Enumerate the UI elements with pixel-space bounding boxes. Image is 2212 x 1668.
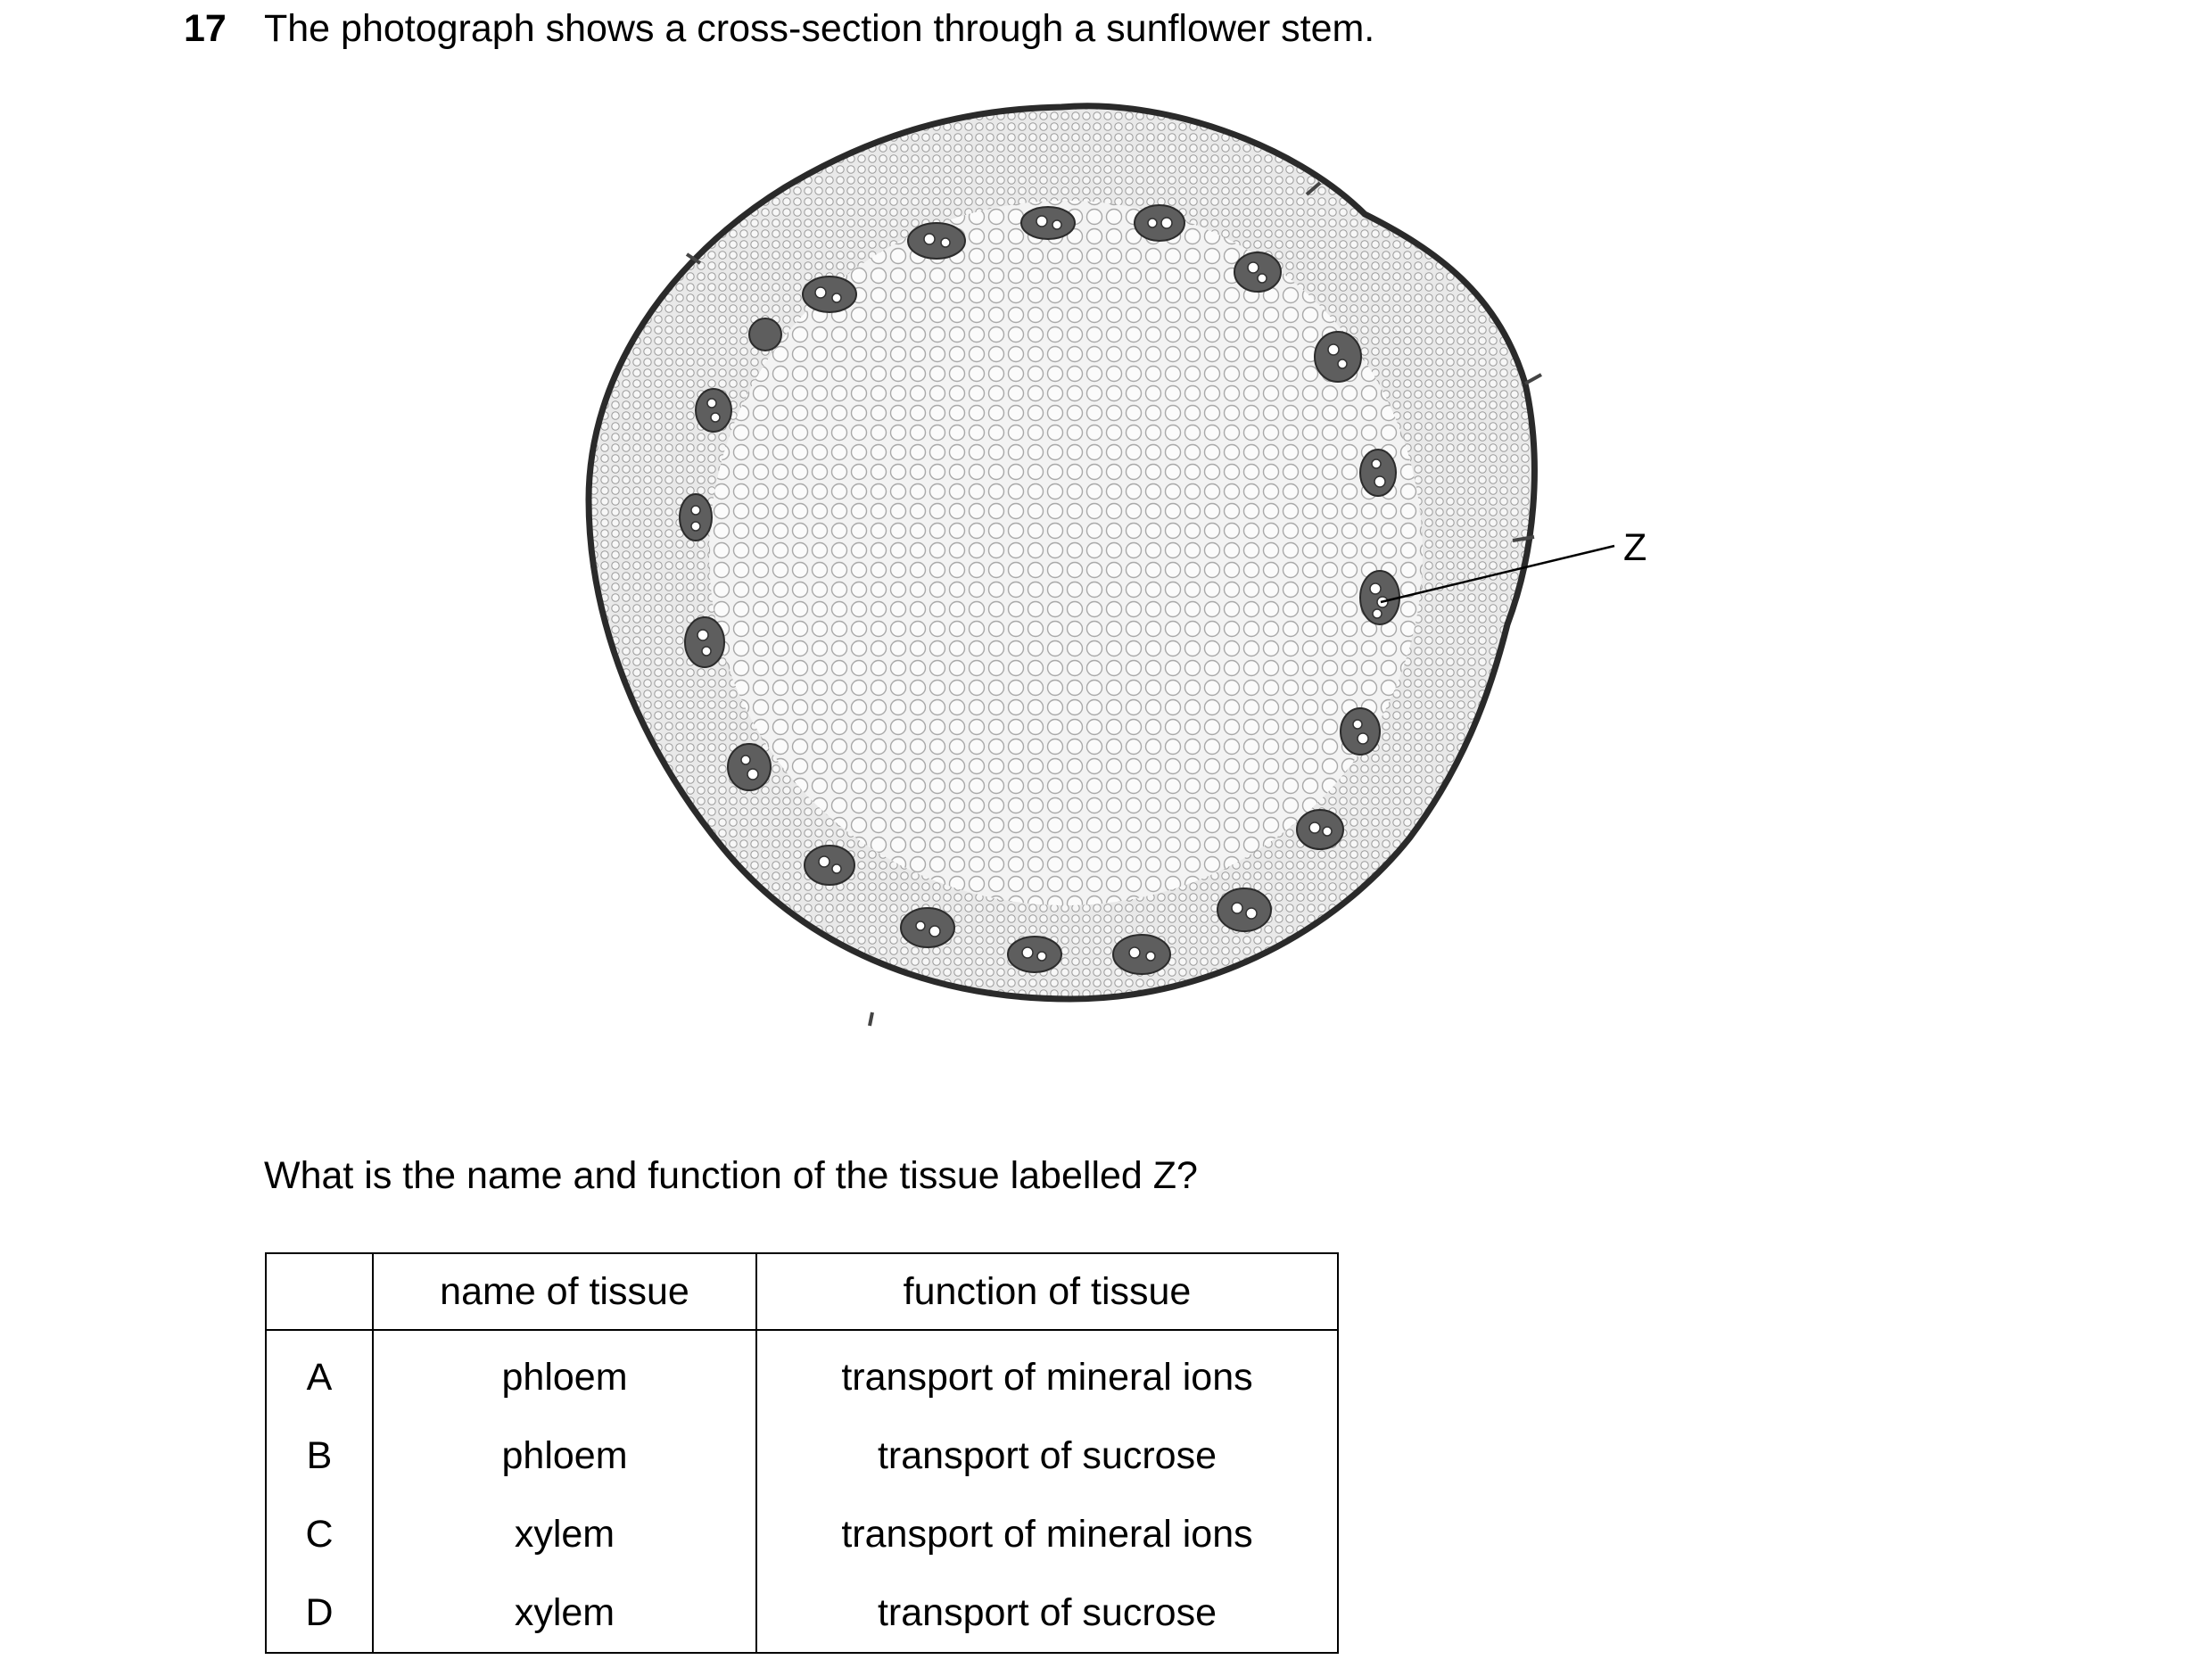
table-row: D xylem transport of sucrose	[265, 1573, 1339, 1654]
option-key: A	[265, 1330, 374, 1416]
table-header-row: name of tissue function of tissue	[265, 1252, 1339, 1331]
option-key: D	[265, 1573, 374, 1654]
stem-cross-section-image: Z	[585, 103, 1647, 1027]
option-name: phloem	[372, 1416, 757, 1495]
option-function: transport of sucrose	[755, 1416, 1339, 1495]
option-name: phloem	[372, 1330, 757, 1416]
stem-cross-section-figure: Z	[535, 89, 1713, 1124]
header-key	[265, 1252, 374, 1331]
question-text: The photograph shows a cross-section thr…	[264, 7, 1375, 50]
option-name: xylem	[372, 1495, 757, 1573]
option-function: transport of mineral ions	[755, 1330, 1339, 1416]
table-row: C xylem transport of mineral ions	[265, 1495, 1339, 1573]
header-function-of-tissue: function of tissue	[755, 1252, 1339, 1331]
option-function: transport of sucrose	[755, 1573, 1339, 1654]
table-row: B phloem transport of sucrose	[265, 1416, 1339, 1495]
option-function: transport of mineral ions	[755, 1495, 1339, 1573]
option-name: xylem	[372, 1573, 757, 1654]
option-key: B	[265, 1416, 374, 1495]
answer-options-table: name of tissue function of tissue A phlo…	[265, 1252, 1339, 1654]
header-name-of-tissue: name of tissue	[372, 1252, 757, 1331]
table-row: A phloem transport of mineral ions	[265, 1330, 1339, 1416]
question-number: 17	[184, 7, 227, 50]
option-key: C	[265, 1495, 374, 1573]
label-z: Z	[1623, 526, 1647, 569]
sub-question-text: What is the name and function of the tis…	[264, 1154, 1198, 1197]
label-pointer-line	[1380, 544, 1615, 604]
